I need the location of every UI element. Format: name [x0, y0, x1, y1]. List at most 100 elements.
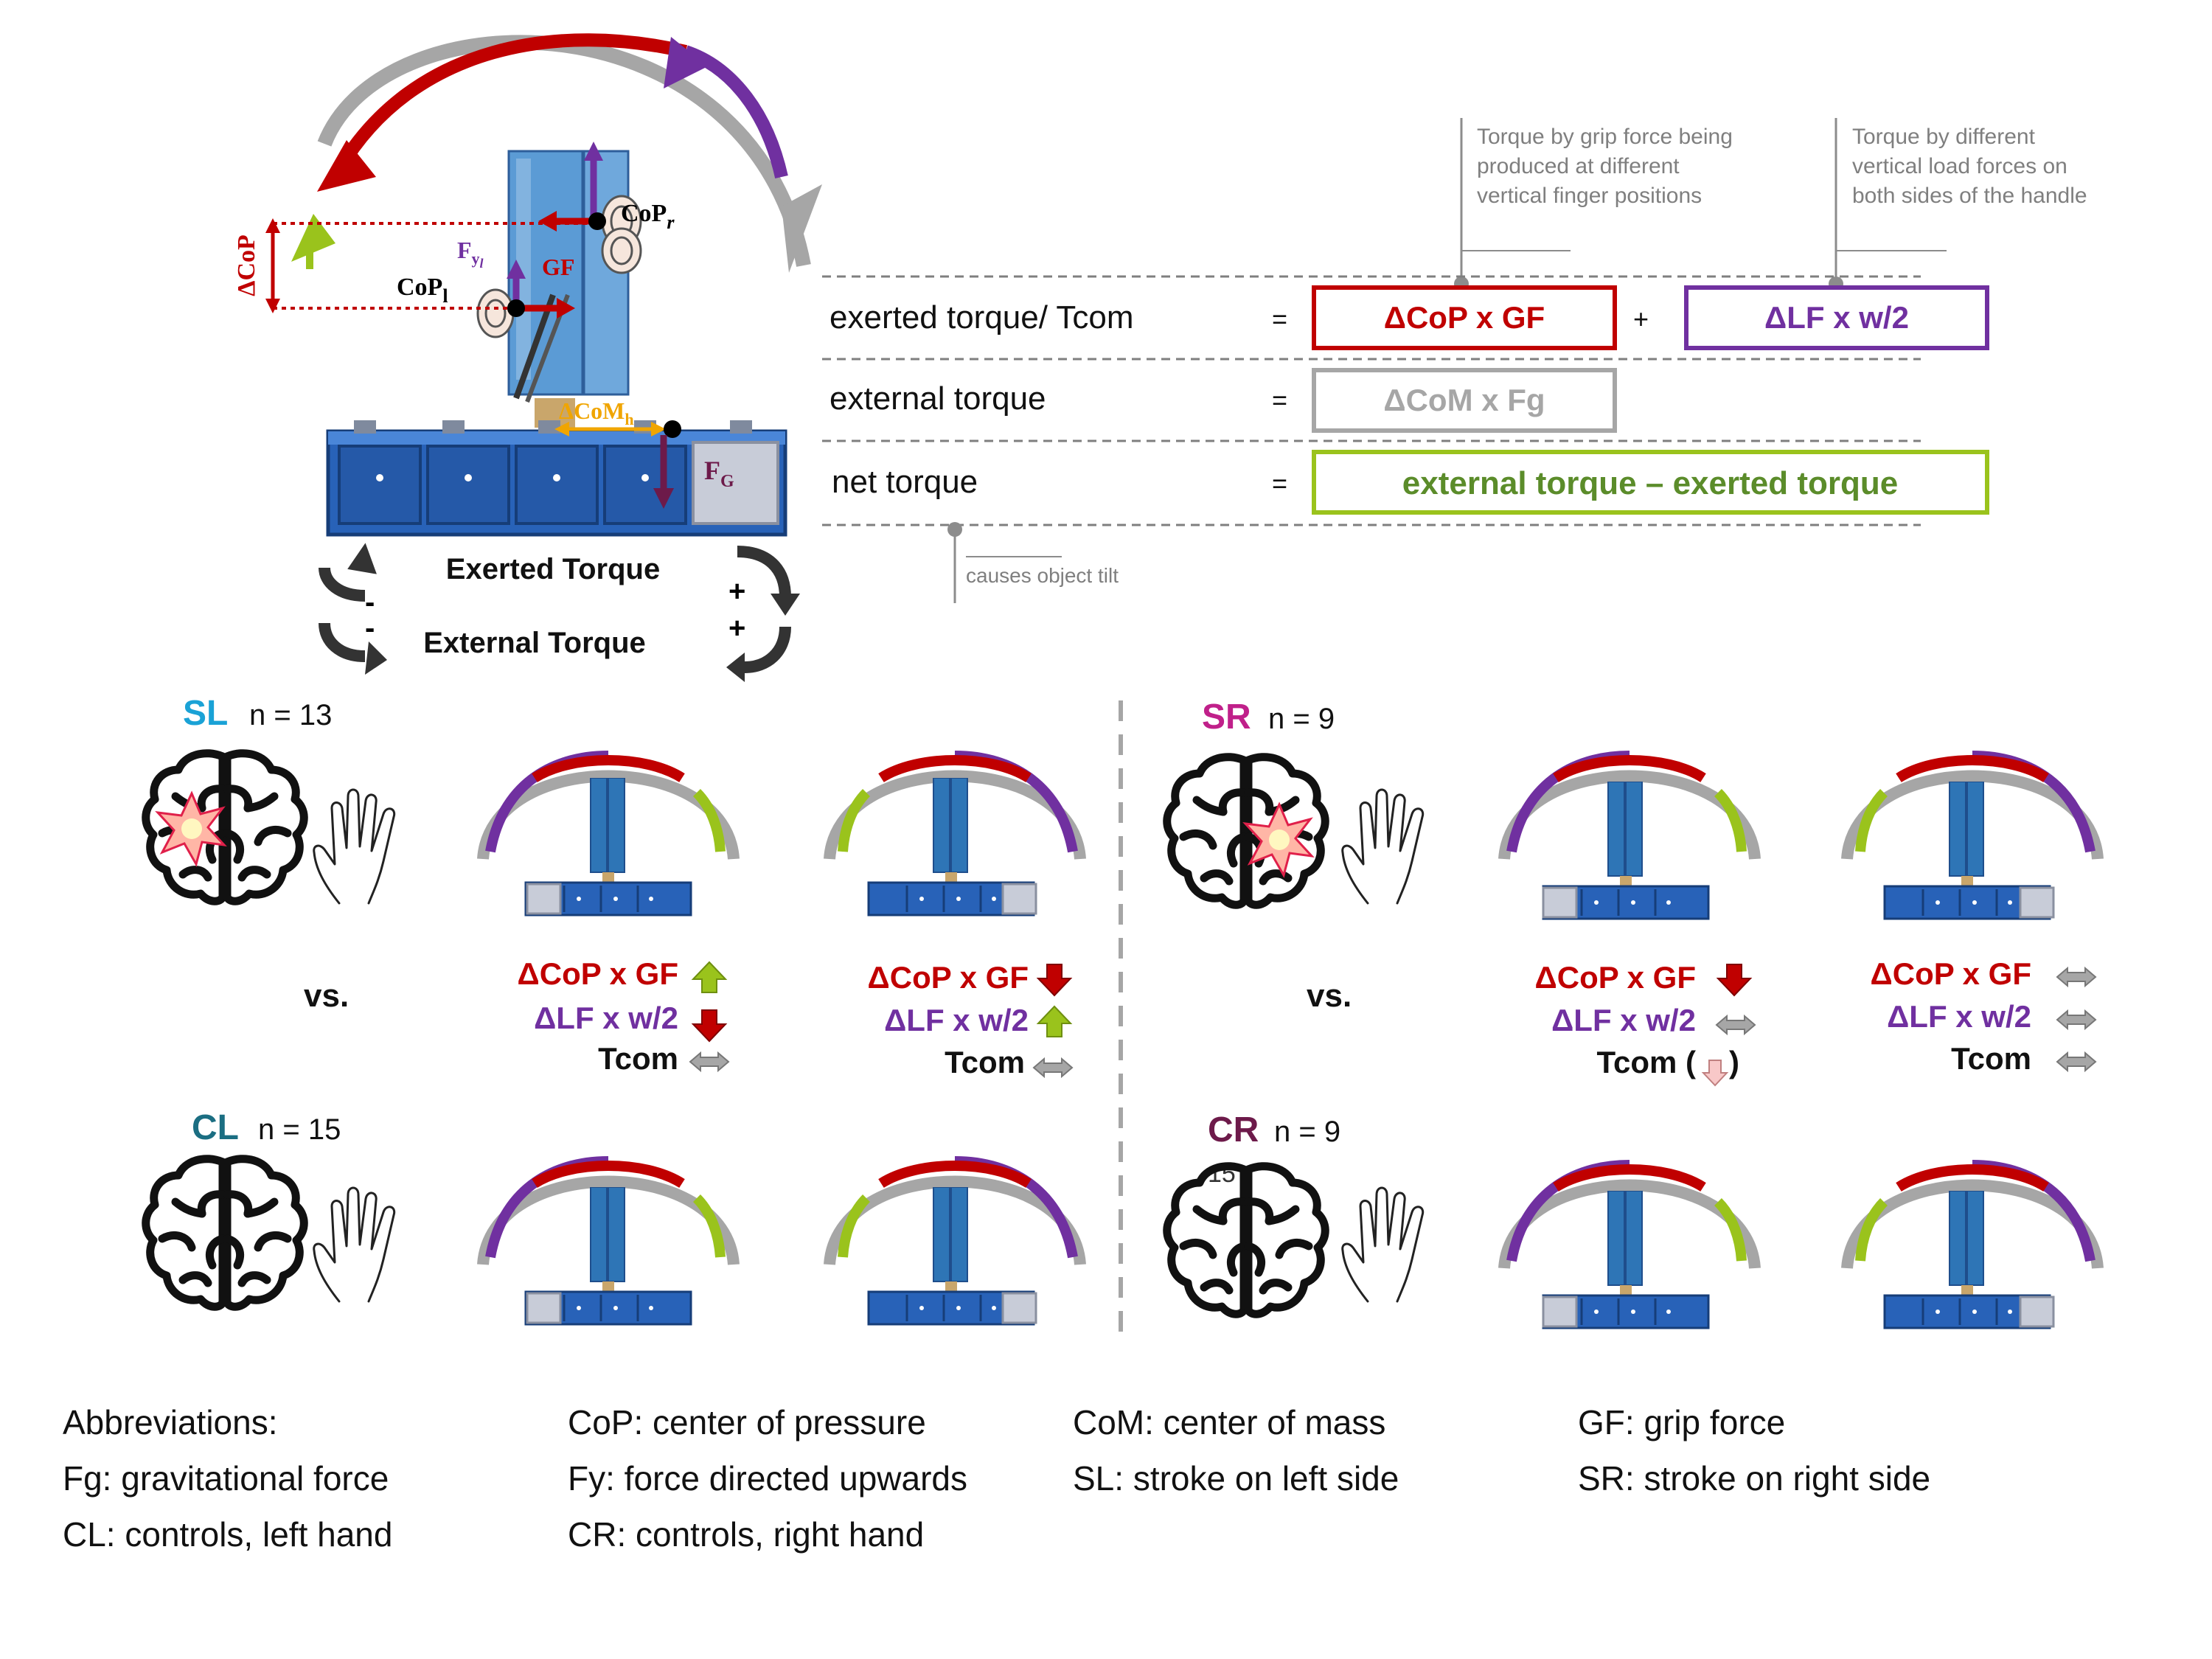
stroke-burst-icon-sl [155, 790, 227, 867]
green-arrowhead [291, 214, 335, 262]
box-net-torque-text: external torque – exerted torque [1402, 465, 1898, 501]
fg-label: FG [704, 456, 734, 491]
leftright-arrow-icon [2056, 1051, 2097, 1073]
exerted-torque-label: Exerted Torque [446, 553, 660, 585]
external-minus-arrow [319, 622, 366, 662]
abbrev-cl: CL: controls, left hand [63, 1515, 392, 1554]
row-external-eq: = [1272, 385, 1287, 415]
brain-icon-cl [146, 1159, 305, 1307]
cmp-ra-lf: ΔLF x w/2 [1551, 1003, 1696, 1037]
cmp-la-cop: ΔCoP x GF [518, 956, 678, 991]
group-cl-n: n = 15 [258, 1113, 341, 1146]
comparison-right-a: ΔCoP x GF ΔLF x w/2 Tcom ( ) [1535, 960, 1756, 1087]
abbrev-cr: CR: controls, right hand [568, 1515, 924, 1554]
row-exerted-label: exerted torque/ Tcom [830, 299, 1134, 335]
box-cop-gf-text: ΔCoP x GF [1384, 300, 1545, 335]
object-cr-b [1847, 1165, 2098, 1329]
cmp-lb-lf: ΔLF x w/2 [884, 1003, 1029, 1037]
red-arrowhead [317, 140, 376, 192]
leftright-arrow-icon [2056, 966, 2097, 988]
cmp-la-tcom: Tcom [598, 1041, 678, 1076]
object-sl-b [830, 756, 1080, 917]
external-minus-sign: - [365, 612, 375, 644]
note-grip-torque: Torque by grip force being produced at d… [1477, 125, 1739, 208]
group-sl-name: SL [183, 694, 228, 733]
external-torque-label: External Torque [423, 627, 646, 659]
object-sr-a [1504, 756, 1755, 920]
abbrev-com: CoM: center of mass [1073, 1403, 1385, 1441]
cmp-lb-cop: ΔCoP x GF [868, 960, 1029, 995]
row-exerted-eq: = [1272, 304, 1287, 334]
box-lf-w2 [1684, 285, 1989, 350]
group-panels: SL n = 13 CL n = 15 vs. SR n = 9 CR n = … [146, 694, 2098, 1335]
delta-cop-label: ΔCoP [233, 234, 260, 296]
equation-table: Torque by grip force being produced at d… [822, 118, 2087, 603]
leftright-arrow-icon [1032, 1057, 1074, 1079]
hand-icon-sl [313, 788, 396, 905]
cmp-rb-lf: ΔLF x w/2 [1887, 999, 2031, 1034]
leftright-arrow-icon [689, 1051, 730, 1073]
abbrev-gf: GF: grip force [1578, 1403, 1785, 1441]
cop-r-label: CoPr [621, 200, 675, 233]
box-com-fg-text: ΔCoM x Fg [1383, 383, 1545, 417]
abbrev-heading: Abbreviations: [63, 1403, 278, 1441]
row-net-label: net torque [832, 464, 978, 500]
finger-left-icon [476, 288, 515, 338]
note-causes-tilt: causes object tilt [966, 564, 1119, 587]
leftright-arrow-icon [2056, 1009, 2097, 1031]
cmp-ra-tcom: Tcom ( [1596, 1045, 1696, 1079]
cmp-ra-cop: ΔCoP x GF [1535, 960, 1696, 995]
abbrev-sl: SL: stroke on left side [1073, 1459, 1399, 1498]
exerted-plus-arrow [737, 546, 791, 598]
finger-right-icon [601, 195, 642, 274]
abbreviations: Abbreviations: CoP: center of pressure C… [63, 1403, 1930, 1554]
abbrev-fg: Fg: gravitational force [63, 1459, 389, 1498]
box-cop-gf [1312, 285, 1617, 350]
group-cr-n: n = 9 [1274, 1116, 1340, 1148]
brain-icon-sl [146, 754, 305, 902]
up-arrow-icon [1036, 1005, 1073, 1037]
purple-arrowhead [664, 37, 708, 88]
row-net-eq: = [1272, 468, 1287, 498]
brain-icon-cr [1167, 1166, 1326, 1315]
up-arrow-icon [691, 961, 728, 993]
abbrev-sr: SR: stroke on right side [1578, 1459, 1930, 1498]
hand-icon-cr [1341, 1186, 1425, 1303]
comparison-left-a: ΔCoP x GF ΔLF x w/2 Tcom [518, 956, 730, 1076]
cmp-ra-tcom-close: ) [1729, 1045, 1739, 1079]
group-sr-n: n = 9 [1268, 703, 1335, 735]
box-lf-w2-text: ΔLF x w/2 [1764, 300, 1909, 335]
gf-label: GF [542, 254, 574, 280]
leftright-arrow-icon [1715, 1014, 1756, 1036]
cop-l-label: CoPl [397, 274, 448, 307]
weight-block [692, 441, 779, 525]
abbrev-fy: Fy: force directed upwards [568, 1459, 967, 1498]
object-cr-a [1504, 1165, 1755, 1329]
note-load-torque: Torque by different vertical load forces… [1852, 125, 2087, 208]
object-cl-b [830, 1161, 1080, 1326]
grip-torque-arc-red [333, 33, 688, 173]
group-sl-n: n = 13 [249, 699, 332, 731]
cmp-lb-tcom: Tcom [945, 1045, 1025, 1079]
exerted-minus-sign: - [365, 586, 375, 619]
load-torque-arc-purple [683, 45, 788, 178]
exerted-minus-arrow [319, 567, 366, 602]
object-sl-a [483, 756, 734, 917]
comparison-left-b: ΔCoP x GF ΔLF x w/2 Tcom [868, 960, 1074, 1079]
cmp-rb-tcom: Tcom [1951, 1041, 2031, 1076]
vs-left: vs. [304, 978, 349, 1014]
hand-icon-cl [313, 1186, 396, 1303]
down-arrow-faint-icon [1701, 1060, 1729, 1087]
gray-arrowhead [782, 184, 822, 273]
vs-right: vs. [1307, 978, 1352, 1014]
comparison-right-b: ΔCoP x GF ΔLF x w/2 Tcom [1871, 956, 2097, 1076]
fy-label: Fyl [457, 237, 484, 271]
group-sr-name: SR [1202, 698, 1251, 737]
stroke-burst-icon-sr [1242, 801, 1315, 878]
group-cr-name: CR [1208, 1110, 1259, 1150]
group-cl-name: CL [192, 1108, 239, 1147]
top-object-diagram: ΔCoP CoPr CoPl Fyl GF ΔCoMh FG - - + + E… [233, 33, 822, 682]
cmp-rb-cop: ΔCoP x GF [1871, 956, 2031, 991]
external-plus-arrow [744, 626, 791, 673]
